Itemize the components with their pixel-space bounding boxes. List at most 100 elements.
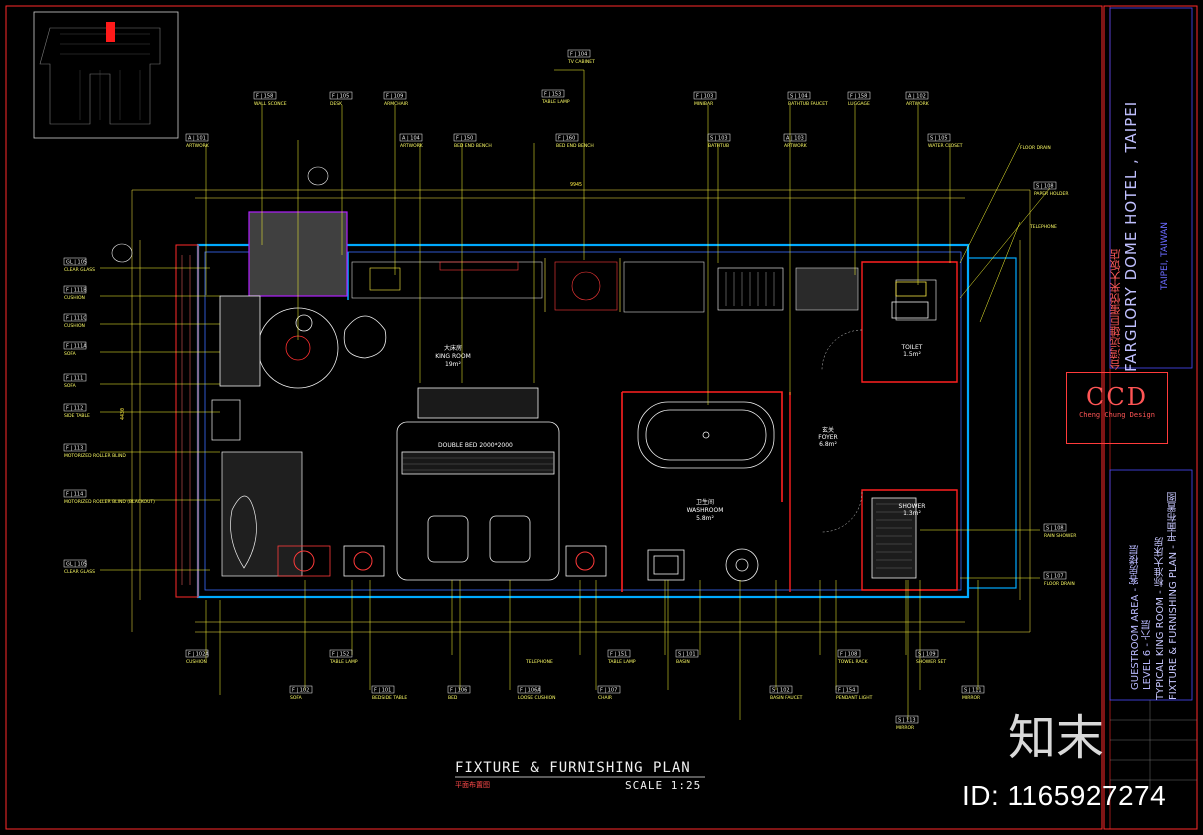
room-walls (175, 243, 1017, 599)
fixture-tag-description: WALL SCONCE (254, 101, 287, 107)
fixture-tag-code: GL | 105 (66, 562, 87, 568)
fixture-tag-description: MINIBAR (694, 101, 713, 107)
title-block-border (1103, 5, 1198, 830)
toilet-area: 1.5m² (903, 351, 921, 358)
bed (396, 387, 560, 581)
foyer-area: 6.8m² (819, 441, 837, 448)
fixture-tag-description: CUSHION (186, 659, 207, 665)
fixture-tag-description: PENDANT LIGHT (836, 695, 873, 701)
fixture-tag-code: F | 104 (570, 52, 587, 58)
fixture-tag-code: F | 101 (374, 688, 391, 694)
fixture-tag-description: CHAIR (598, 695, 612, 701)
fixture-tag-description: BASIN FAUCET (770, 695, 803, 701)
fixture-tag-description: WATER CLOSET (928, 143, 963, 149)
fixture-tag-description: RAIN SHOWER (1044, 533, 1076, 539)
fixture-tag-code: F | 158 (850, 94, 867, 100)
fixture-tag-code: F | 152 (332, 652, 349, 658)
fixture-tag-code: F | 150 (456, 136, 473, 142)
fixture-tag-code: F | 106A (520, 688, 541, 694)
fixture-tag-description: FLOOR DRAIN (1020, 145, 1051, 151)
watermark-id: ID: 1165927274 (962, 780, 1167, 811)
fixture-tag-description: SOFA (290, 695, 303, 701)
fixture-tag-code: F | 114 (66, 492, 83, 498)
fixture-tag-description: ARTWORK (784, 143, 808, 149)
foyer-cn: 玄关 (822, 426, 834, 434)
fixture-tag-description: TOWEL RACK (837, 659, 869, 665)
fixture-tag-code: S | 109 (918, 652, 936, 658)
fixture-tag-description: SOFA (64, 383, 77, 389)
fixture-tag-description: TELEPHONE (1029, 224, 1057, 230)
revision-table (1110, 700, 1197, 790)
king-room-label: KING ROOM (435, 353, 471, 360)
fixture-tag-description: CLEAR GLASS (64, 267, 95, 273)
fixture-tag-code: A | 101 (188, 136, 206, 142)
drawing-scale: SCALE 1:25 (625, 779, 702, 792)
wardrobe-cabinetry (351, 261, 937, 321)
fixture-tag-code: GL | 105 (66, 260, 87, 266)
fixture-tag-code: F | 154 (838, 688, 855, 694)
fixture-tag-description: BED (448, 695, 458, 701)
title-block-hotel-name: FARGLORY DOME HOTEL , TAIPEI (1122, 100, 1140, 372)
fixture-tag-code: F | 108 (840, 652, 857, 658)
fixture-tag-code: A | 104 (402, 136, 420, 142)
fixture-tag-code: S | 107 (1046, 574, 1064, 580)
fixture-tag-description: ARTWORK (906, 101, 930, 107)
fixture-tag-description: TABLE LAMP (329, 659, 358, 665)
fixture-tag-description: TV CABINET (567, 59, 595, 65)
fixture-tag-description: PAPER HOLDER (1034, 191, 1069, 197)
fixture-tag-description: LOOSE CUSHION (518, 695, 555, 701)
fixture-tag-code: F | 112 (66, 406, 83, 412)
fixture-tag-description: DESK (330, 101, 343, 107)
fixture-tag-code: S | 104 (790, 94, 808, 100)
fixture-tag-description: SOFA (64, 351, 77, 357)
fixture-tag-description: BED END BENCH (454, 143, 492, 149)
lounge-furniture (219, 295, 387, 389)
dim-overall: 9945 (570, 182, 582, 188)
fixture-tag-code: F | 102 (292, 688, 309, 694)
firm-logo-subtitle: Cheng Chung Design (1079, 411, 1155, 419)
washroom-area: 5.8m² (696, 515, 714, 522)
key-plan (33, 11, 179, 139)
fixture-tag-description: ARMCHAIR (384, 101, 408, 107)
fixture-tag-code: F | 151 (610, 652, 627, 658)
fixture-tag-code: F | 111B (66, 288, 87, 294)
shower-area: 1.3m² (903, 510, 921, 517)
fixture-tag: TELEPHONE (1029, 224, 1057, 230)
fixture-tag-description: CUSHION (64, 323, 85, 329)
fixture-tag-code: S | 101 (678, 652, 696, 658)
washroom-cn: 卫生间 (696, 498, 714, 506)
fixture-tag-code: S | 111 (964, 688, 982, 694)
firm-logo-text: CCD (1086, 383, 1148, 411)
fixture-tag-code: S | 105 (930, 136, 948, 142)
fixture-tag-description: ARTWORK (186, 143, 210, 149)
dim-depth: 4430 (120, 408, 126, 420)
fixture-tag-description: BED END BENCH (556, 143, 594, 149)
fixture-tag-description: FLOOR DRAIN (1044, 581, 1075, 587)
washroom-label: WASHROOM (687, 507, 724, 514)
fixture-tag-description: BATHTUB FAUCET (788, 101, 828, 107)
